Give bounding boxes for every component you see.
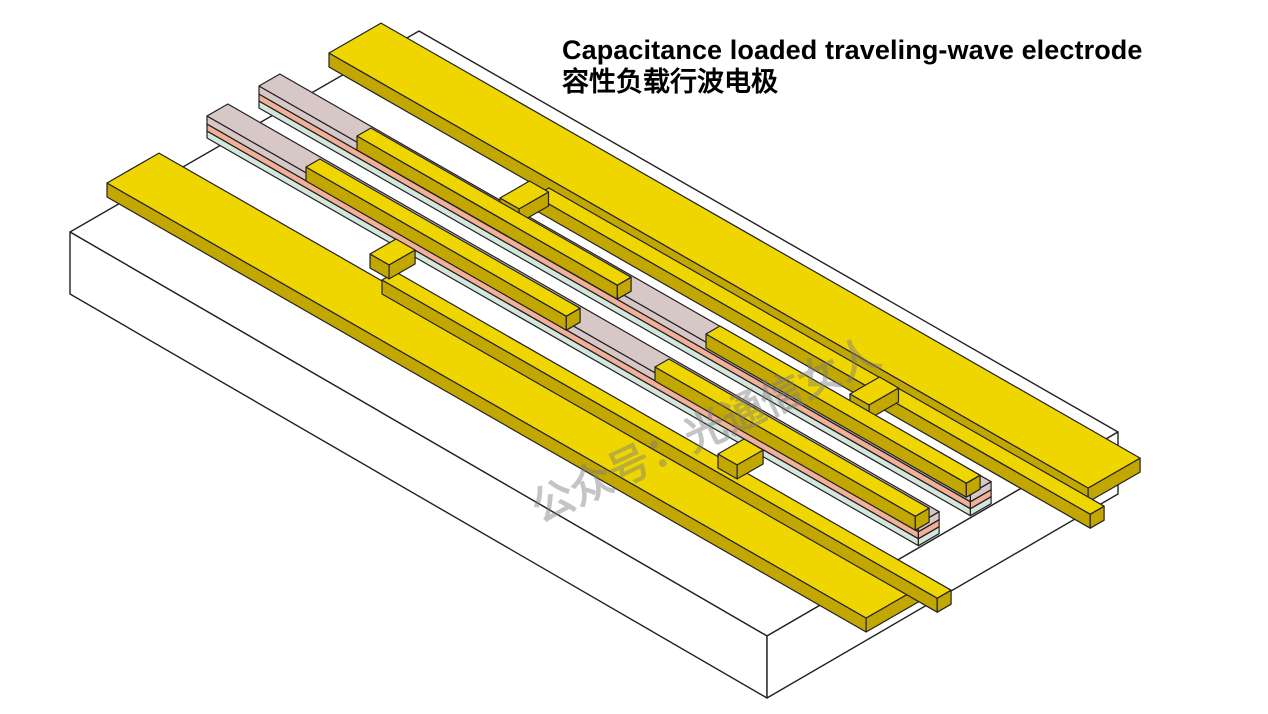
- bridge-1-top-face: [369, 238, 416, 266]
- title-english: Capacitance loaded traveling-wave electr…: [562, 35, 1143, 65]
- pad-2-top-face: [356, 127, 632, 286]
- pad-3: [654, 358, 930, 531]
- bridge-3: [717, 438, 764, 480]
- bridge-3-top-face: [717, 438, 764, 466]
- pad-2: [356, 127, 632, 300]
- pad-1-top-face: [305, 158, 581, 317]
- bridge-2-top-face: [499, 180, 550, 210]
- ground-electrode-back-top-face: [328, 22, 1141, 489]
- substrate-right-face: [766, 431, 1119, 699]
- pad-4: [705, 325, 981, 498]
- diagram-title: Capacitance loaded traveling-wave electr…: [562, 35, 1143, 98]
- pad-4-top-face: [705, 325, 981, 484]
- bridge-1: [369, 238, 416, 280]
- bridge-4-top-face: [849, 376, 900, 406]
- pad-3-top-face: [654, 358, 930, 517]
- gold-electrodes: [106, 22, 1141, 633]
- pad-1: [305, 158, 581, 331]
- title-chinese: 容性负载行波电极: [562, 66, 778, 98]
